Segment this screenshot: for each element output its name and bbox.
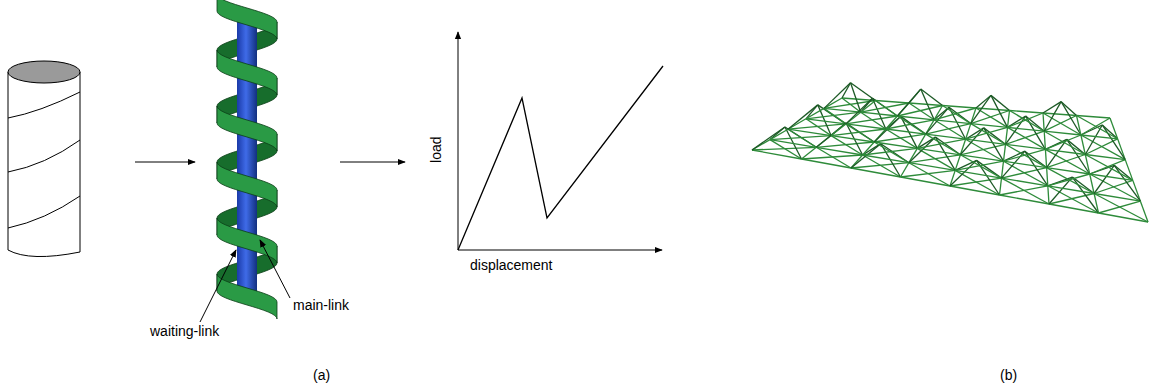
leader-arrow <box>200 250 236 322</box>
lattice-strut <box>1045 149 1046 167</box>
lattice-strut <box>824 108 861 112</box>
panel-label: (a) <box>313 368 330 383</box>
lattice-sheet <box>752 83 1148 222</box>
tube-top <box>8 61 80 83</box>
axis-label: load <box>428 137 443 163</box>
lattice-strut <box>991 95 1010 110</box>
lattice-strut <box>1048 186 1049 204</box>
lattice-strut <box>874 142 917 148</box>
x-axis <box>458 250 662 251</box>
lattice-strut <box>971 95 991 123</box>
lattice-strut <box>1061 102 1076 116</box>
lattice-strut <box>831 136 874 142</box>
lattice-strut <box>1072 177 1098 213</box>
tube-sketch <box>8 61 80 257</box>
lattice-strut <box>788 105 818 129</box>
lattice-strut <box>1081 135 1125 160</box>
lattice-strut <box>909 103 943 106</box>
lattice-strut <box>1085 155 1133 181</box>
lattice-strut <box>876 101 910 104</box>
lattice-strut <box>1008 111 1010 128</box>
lattice-strut <box>824 83 851 109</box>
lattice-strut <box>842 83 851 98</box>
lattice-strut <box>1114 165 1140 201</box>
lattice-strut <box>1043 113 1077 116</box>
panel-label: (b) <box>1000 368 1017 383</box>
lattice-strut <box>1061 102 1081 135</box>
lattice-strut <box>1006 144 1046 149</box>
lattice-strut <box>1048 186 1099 213</box>
lattice-strut <box>1026 116 1046 149</box>
load-curve <box>458 66 663 250</box>
ribbon-turn <box>217 274 277 319</box>
helix-cut <box>8 196 80 228</box>
lattice-strut <box>1045 149 1085 154</box>
tube-bottom <box>8 250 80 257</box>
leader-arrow <box>260 240 290 298</box>
helix-cut <box>8 92 80 118</box>
lattice-strut <box>909 89 921 103</box>
lattice-strut <box>971 108 976 124</box>
lattice-strut <box>1043 102 1061 113</box>
ribbon-turn <box>217 50 277 95</box>
lattice-strut <box>863 142 875 155</box>
lattice-strut <box>901 163 909 177</box>
lattice-strut <box>1006 144 1047 167</box>
lattice-strut <box>1004 144 1006 161</box>
tube-side <box>8 72 9 250</box>
lattice-strut <box>1077 116 1118 139</box>
lattice-strut <box>1008 127 1046 149</box>
lattice-strut <box>1044 131 1045 149</box>
lattice-strut <box>1090 174 1141 201</box>
lattice-strut <box>1047 168 1095 194</box>
lattice-strut <box>788 129 831 135</box>
lattice-strut <box>1002 151 1025 178</box>
waiting-link-front <box>217 0 277 319</box>
lattice-strut <box>1043 113 1044 131</box>
lattice-strut <box>955 155 960 171</box>
lattice-strut <box>876 101 898 117</box>
lattice-strut <box>966 139 1006 144</box>
lattice-strut <box>943 106 977 109</box>
helix-cut <box>8 140 80 172</box>
lattice-strut <box>806 105 818 119</box>
lattice-strut <box>926 134 961 155</box>
lattice-strut <box>1081 135 1085 155</box>
lattice-strut <box>1067 139 1090 174</box>
lattice-strut <box>1094 194 1098 214</box>
lattice-strut <box>1000 178 1002 195</box>
ribbon-turn <box>217 106 277 151</box>
lattice-strut <box>976 95 991 108</box>
lattice-strut <box>851 83 876 101</box>
lattice-strut <box>802 147 817 159</box>
lattice-strut <box>1044 102 1061 132</box>
lattice-strut <box>1085 155 1089 175</box>
lattice-strut <box>897 89 920 116</box>
lattice-strut <box>917 134 925 148</box>
lattice-strut <box>943 106 971 124</box>
process-arrow <box>135 162 195 163</box>
lattice-strut <box>1085 155 1125 160</box>
part-label: waiting-link <box>150 324 219 339</box>
lattice-strut <box>1010 111 1045 132</box>
lattice-strut <box>851 83 861 112</box>
lattice-strut <box>1047 168 1048 186</box>
ribbon-turn <box>217 162 277 207</box>
ribbon-turn <box>217 0 277 39</box>
process-arrow <box>340 162 405 163</box>
lattice-strut <box>1025 151 1048 186</box>
y-axis <box>458 32 459 250</box>
lattice-strut <box>1077 116 1081 136</box>
part-label: main-link <box>293 298 349 313</box>
lattice-strut <box>921 89 943 105</box>
lattice-strut <box>991 95 1008 127</box>
lattice-strut <box>1090 174 1094 194</box>
tube-side <box>80 72 81 252</box>
lattice-strut <box>966 124 971 140</box>
axis-label: displacement <box>470 258 553 273</box>
lattice-strut <box>1094 194 1148 223</box>
lattice-strut <box>1010 111 1044 114</box>
lattice-strut <box>1102 125 1125 160</box>
